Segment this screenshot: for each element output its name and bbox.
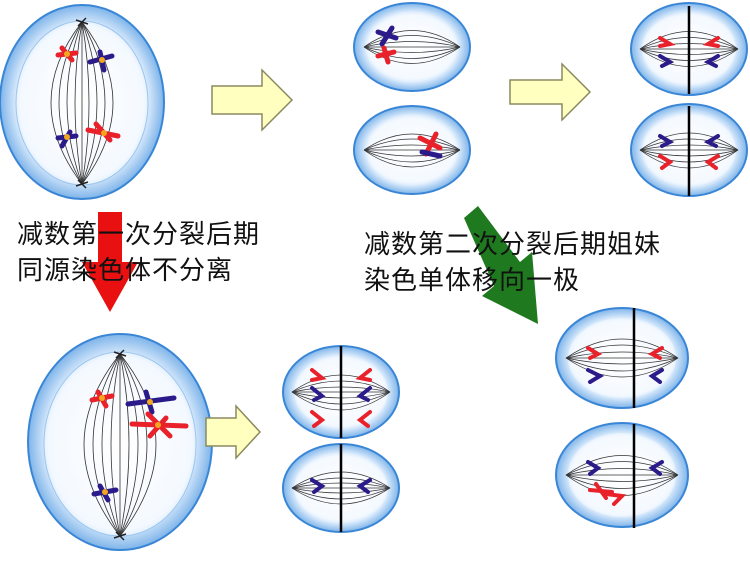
label-meiosis2-line1: 减数第二次分裂后期姐妹 [364, 230, 662, 260]
cell-meiosis1-nondisjunction [27, 333, 213, 551]
chromosome-red [375, 45, 397, 65]
arrow-down-red-icon [82, 212, 138, 312]
spindle-fibers [363, 133, 461, 168]
arrow-down-green-icon [464, 206, 538, 324]
chromosome-red [417, 131, 443, 157]
spindle-fibers [363, 30, 461, 64]
cell-meiosis2-after-nd1-top [282, 345, 400, 439]
label-meiosis2-line2: 染色单体移向一极 [364, 266, 581, 296]
cell-meiosis1-normal [0, 4, 165, 200]
chromosome-blue [419, 149, 443, 159]
cell-meiosis2-after-nd1-bottom [282, 443, 400, 533]
centriole-icon [113, 349, 127, 359]
cell-meiosis2-normal-bottom [630, 103, 748, 197]
centriole-icon [113, 531, 127, 541]
cell-meiosis2-normal-top [630, 2, 748, 96]
cell-meiosis2-nondisjunction-top [555, 307, 689, 409]
spindle-fibers [50, 21, 114, 185]
spindle-fibers [83, 353, 157, 537]
centriole-icon [75, 179, 89, 189]
centromere [64, 51, 107, 140]
cell-meiosis2-nondisjunction-bottom [555, 422, 689, 528]
chromosome-blue [375, 25, 399, 47]
cell-daughter-top [353, 2, 471, 92]
arrow-right-icon [509, 62, 592, 122]
label-meiosis1-line1: 减数第一次分裂后期 [17, 220, 261, 250]
centriole-icon [75, 17, 89, 27]
cell-daughter-bottom [353, 105, 471, 195]
label-meiosis1-line2: 同源染色体不分离 [17, 256, 234, 286]
arrow-right-icon [211, 68, 294, 132]
arrow-right-icon [205, 404, 262, 460]
